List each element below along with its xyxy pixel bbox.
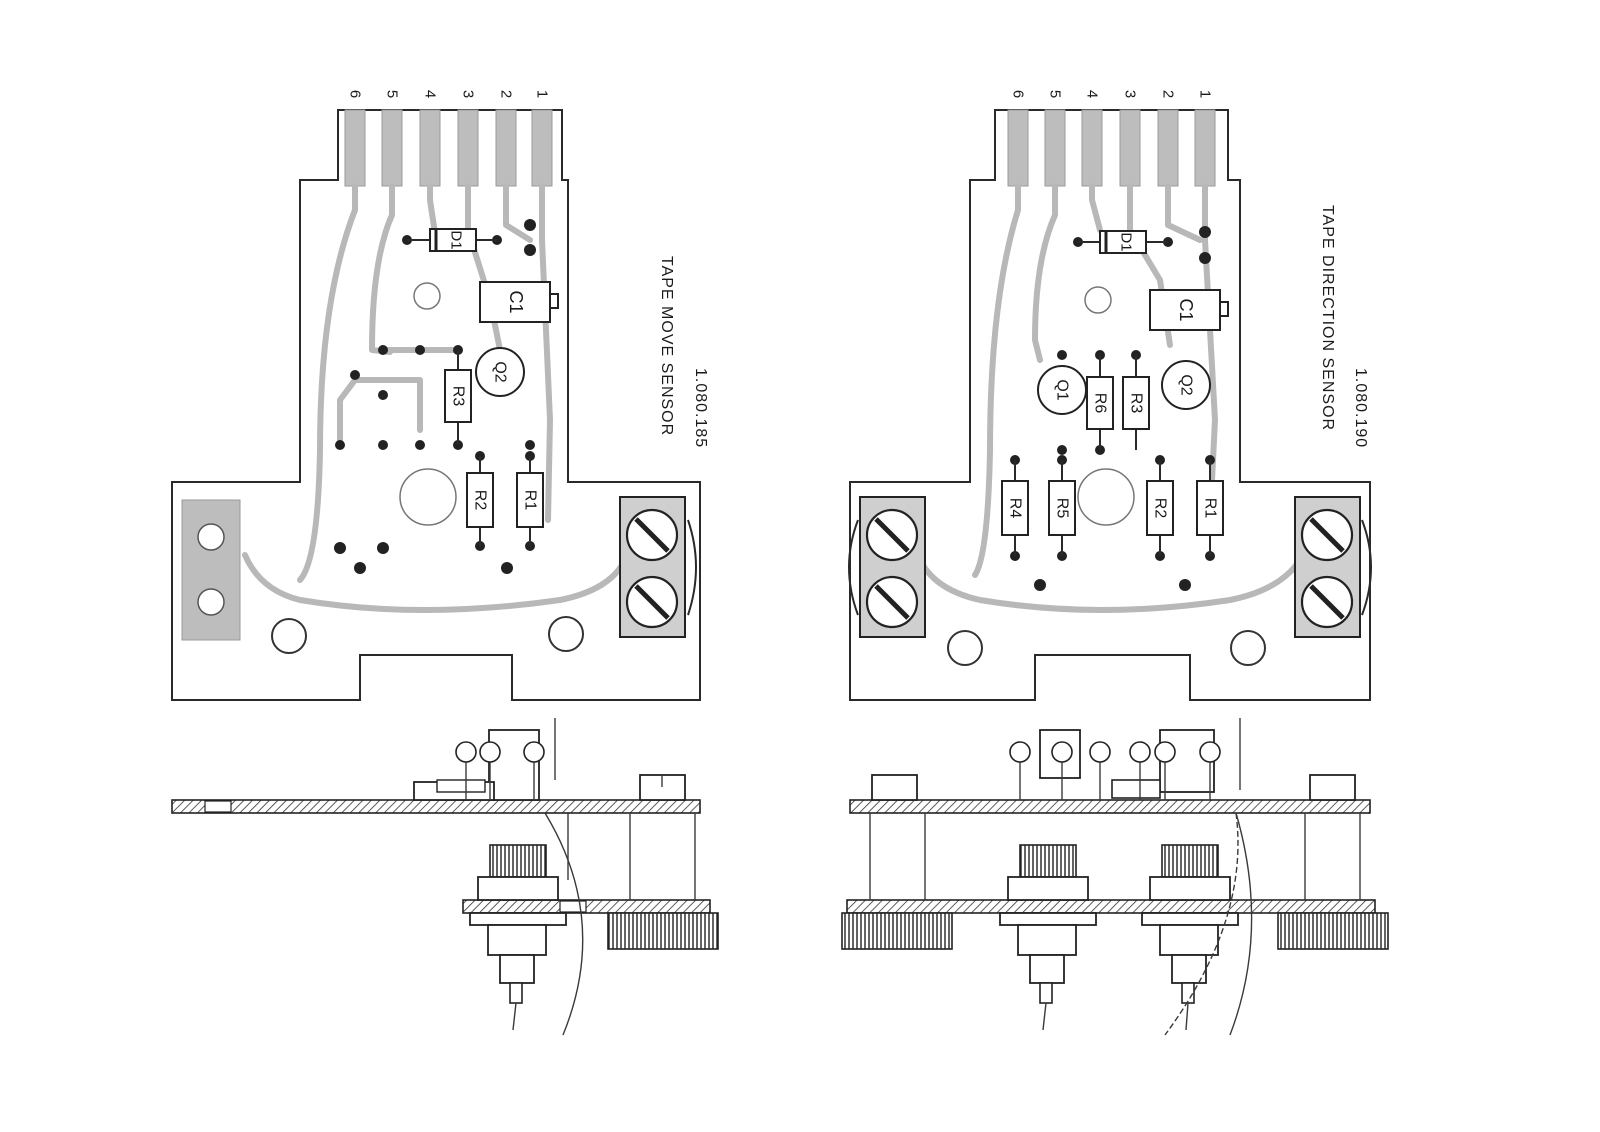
board-title: TAPE MOVE SENSOR <box>658 256 675 436</box>
transistor-q2: Q2 <box>475 347 525 397</box>
component-lead-callout <box>1199 741 1221 763</box>
pin-label: 6 <box>347 90 364 98</box>
r1-label: R1 <box>522 490 539 511</box>
r2-label: R2 <box>472 490 489 511</box>
connector-fingers <box>1007 109 1216 187</box>
pin-numbers: 1 2 3 4 5 6 <box>347 90 551 98</box>
left-screw-terminal-block <box>848 496 926 638</box>
mounting-hole <box>271 618 307 654</box>
sensor-window <box>399 468 457 526</box>
resistor-r5: R5 <box>1048 460 1076 556</box>
solder-pads <box>334 219 536 574</box>
component-lead-callout <box>1051 741 1073 763</box>
pin-label: 3 <box>460 90 477 98</box>
pcb-section <box>849 799 1371 814</box>
pin-label: 4 <box>422 90 439 98</box>
component-lead-callout <box>455 741 477 763</box>
r6-label: R6 <box>1092 393 1109 414</box>
resistor-r2: R2 <box>466 456 494 546</box>
connector-fingers <box>344 109 553 187</box>
r2-label: R2 <box>1152 498 1169 519</box>
left-terminal-block <box>181 499 241 641</box>
resistor-r3: R3 <box>444 350 472 445</box>
r1-label: R1 <box>1202 498 1219 519</box>
mounting-hole <box>548 616 584 652</box>
component-lead-callout <box>1009 741 1031 763</box>
transistor-q1: Q1 <box>1037 365 1087 415</box>
pin-label: 1 <box>1197 90 1214 98</box>
tape-move-sensor-board: D1 C1 Q2 R3 R2 R1 1 2 3 <box>171 90 709 701</box>
knurled-nut <box>841 912 953 950</box>
q2-label: Q2 <box>492 361 509 382</box>
board-outline <box>171 109 701 701</box>
q1-label: Q1 <box>1054 379 1071 400</box>
pin-label: 5 <box>384 90 401 98</box>
d1-label: D1 <box>1118 232 1135 251</box>
mounting-hole <box>413 282 441 310</box>
knurled-nut <box>1277 912 1389 950</box>
pin-label: 5 <box>1047 90 1064 98</box>
r3-label: R3 <box>1128 393 1145 414</box>
knurled-nut <box>607 912 719 950</box>
pin-label: 6 <box>1010 90 1027 98</box>
component-lead-callout <box>1129 741 1151 763</box>
pin-label: 4 <box>1084 90 1101 98</box>
diode-d1: D1 <box>407 228 497 252</box>
pin-label: 1 <box>534 90 551 98</box>
r3-label: R3 <box>450 386 467 407</box>
capacitor-c1: C1 <box>479 281 559 323</box>
board-outline <box>849 109 1371 701</box>
d1-label: D1 <box>448 230 465 249</box>
board-part-number: 1.080.190 <box>1352 368 1369 448</box>
pin-numbers: 1 2 3 4 5 6 <box>1010 90 1214 98</box>
pin-label: 2 <box>1160 90 1177 98</box>
resistor-r1: R1 <box>516 456 544 546</box>
mounting-hole <box>1230 630 1266 666</box>
pin-label: 2 <box>498 90 515 98</box>
transistor-q2: Q2 <box>1161 360 1211 410</box>
sensor-window <box>1077 468 1135 526</box>
screw-terminal-block <box>619 496 697 638</box>
component-lead-callout <box>479 741 501 763</box>
c1-label: C1 <box>506 290 526 313</box>
pin-label: 3 <box>1122 90 1139 98</box>
resistor-r3: R3 <box>1122 355 1150 450</box>
q2-label: Q2 <box>1178 374 1195 395</box>
tape-move-sensor-side-view <box>171 718 719 1036</box>
r4-label: R4 <box>1007 498 1024 519</box>
diode-d1: D1 <box>1078 230 1168 254</box>
c1-label: C1 <box>1176 298 1196 321</box>
component-lead-callout <box>1089 741 1111 763</box>
tape-direction-sensor-side-view <box>841 718 1389 1036</box>
component-lead-callout <box>523 741 545 763</box>
resistor-r6: R6 <box>1086 355 1114 450</box>
right-screw-terminal-block <box>1294 496 1372 638</box>
mounting-plate-section <box>846 899 1376 914</box>
mounting-hole <box>947 630 983 666</box>
board-title: TAPE DIRECTION SENSOR <box>1319 205 1336 431</box>
pcb-section <box>171 799 701 814</box>
tape-direction-sensor-board: D1 C1 Q1 Q2 R6 R3 R4 <box>848 90 1372 701</box>
board-part-number: 1.080.185 <box>692 368 709 448</box>
mounting-hole <box>1084 286 1112 314</box>
resistor-r2: R2 <box>1146 460 1174 556</box>
resistor-r4: R4 <box>1001 460 1029 556</box>
component-lead-callout <box>1154 741 1176 763</box>
capacitor-c1: C1 <box>1149 289 1229 331</box>
r5-label: R5 <box>1054 498 1071 519</box>
resistor-r1: R1 <box>1196 460 1224 556</box>
